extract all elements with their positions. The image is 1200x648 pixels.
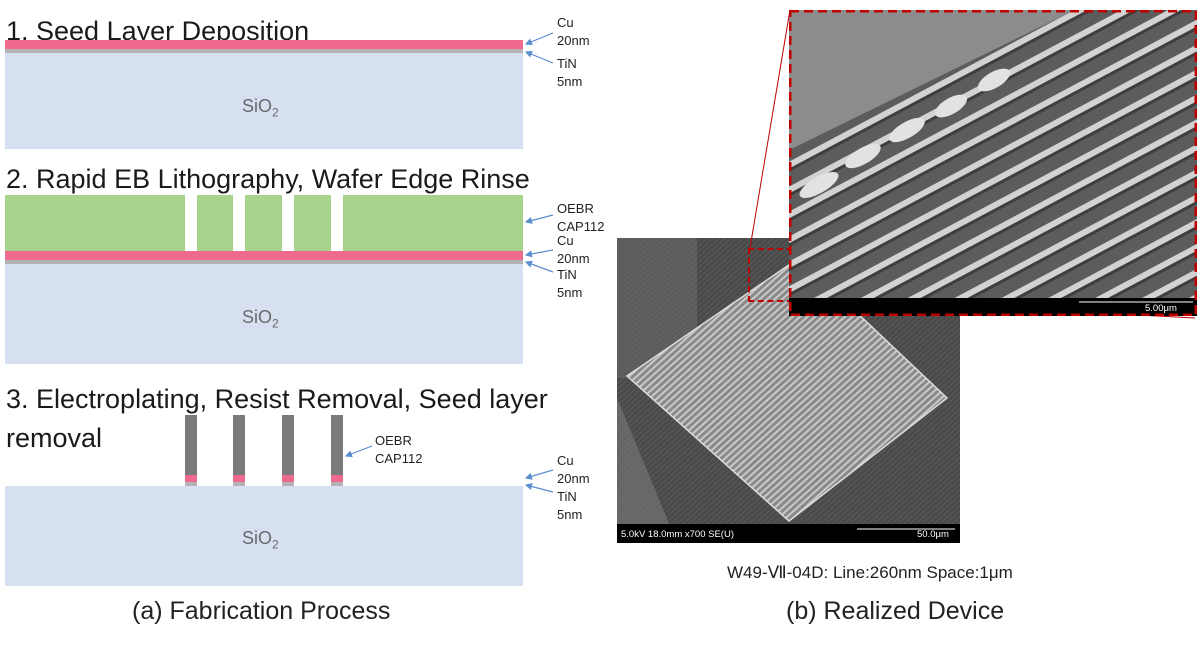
step2-resist-opening [185,195,197,251]
step3-seed-cu [185,475,197,482]
arrow-step2-resist [524,214,554,224]
step3-seed-tin [282,482,294,486]
step3-seed-tin [233,482,245,486]
zoom-sem-image: 5.00μm [789,10,1197,316]
step2-sio2-label: SiO2 [242,307,279,331]
arrow-step2-tin [524,260,554,273]
step1-tin-layer [5,49,523,53]
step2-resist-opening [282,195,294,251]
fabrication-caption: (a) Fabrication Process [132,597,391,625]
arrow-step1-cu [524,32,554,46]
step3-seed-cu [331,475,343,482]
step2-cu-layer [5,251,523,260]
step2-resist-layer [5,195,523,251]
step3-title-line2: removal [6,423,103,453]
step3-sio2-substrate [5,486,523,586]
step3-cu-line [331,415,343,475]
zoom-scale-text: 5.00μm [1145,303,1177,314]
step3-seed-cu [233,475,245,482]
sem-info-text: 5.0kV 18.0mm x700 SE(U) [621,529,734,540]
sem-scale-text: 50.0μm [917,529,949,540]
step3-cu-line [282,415,294,475]
step3-title-line1: 3. Electroplating, Resist Removal, Seed … [6,384,548,414]
realized-device-caption: (b) Realized Device [786,597,1005,625]
step2-resist-opening [331,195,343,251]
step3-cu-line [185,415,197,475]
arrow-step3-tin [524,483,554,493]
step1-sio2-substrate [5,53,523,149]
step3-seed-tin [185,482,197,486]
step3-seed-cu [282,475,294,482]
arrow-step1-tin [524,50,554,64]
step1-sio2-label: SiO2 [242,96,279,120]
step3-cu-line [233,415,245,475]
step3-seed-tin [331,482,343,486]
step2-sio2-substrate [5,264,523,364]
device-spec-caption: W49-Ⅶ-04D: Line:260nm Space:1μm [727,563,1013,582]
arrow-step3-resist [344,445,373,458]
arrow-step3-cu [524,469,554,480]
step1-cu-layer [5,40,523,49]
arrow-step2-cu [524,249,554,258]
step2-resist-opening [233,195,245,251]
step2-title: 2. Rapid EB Lithography, Wafer Edge Rins… [6,164,530,194]
step2-tin-layer [5,260,523,264]
annotation-arrows [344,32,554,493]
step3-sio2-label: SiO2 [242,528,279,552]
